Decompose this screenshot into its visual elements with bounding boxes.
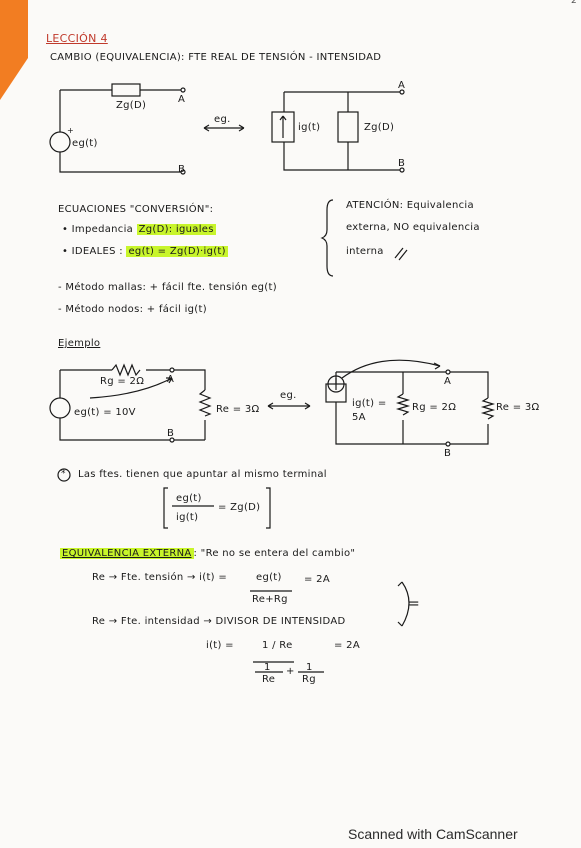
equation1-prefix: • Impedancia [62,224,134,235]
external-line3-num: 1 / Re [262,640,293,651]
page-number: 2 [570,0,577,6]
equation2-highlight: eg(t) = Zg(D)·ig(t) [126,246,228,257]
external-line1: Re → Fte. tensión → i(t) = [92,572,228,583]
example-resistor-rg [111,363,141,377]
method-nodos: - Método nodos: + fácil ig(t) [58,304,207,315]
note-frac-den: ig(t) [176,512,199,523]
external-line3-lhs: i(t) = [206,640,234,651]
external-line2: Re → Fte. intensidad → DIVISOR DE INTENS… [92,616,346,627]
equations-heading: ECUACIONES "CONVERSIÓN": [58,204,214,215]
circuit2-impedance [337,111,359,143]
circuit1-source-label: eg(t) [72,138,98,149]
example-node-b-2: B [444,448,452,459]
circuit2-current-source [271,111,295,143]
orange-corner-tab [0,0,28,58]
equation2-prefix: • IDEALES : [62,246,123,257]
external-line3-result: = 2A [334,640,360,651]
plus-sign: + [286,666,295,677]
attention-line3: interna [346,246,384,257]
attention-line1: ATENCIÓN: Equivalencia [346,200,474,211]
example-re2-label: Re = 3Ω [496,402,540,413]
external-line1-den: Re+Rg [252,594,288,605]
external-heading: EQUIVALENCIA EXTERNA [60,548,194,559]
circuit1-impedance-label: Zg(D) [116,100,147,111]
lesson-title: LECCIÓN 4 [46,32,108,45]
circuit2-node-b-label: B [398,158,406,169]
circuit1-node-b-label: B [178,164,186,175]
example-heading: Ejemplo [58,338,101,349]
circuit1-node-a-label: A [178,94,186,105]
example-re-label: Re = 3Ω [216,404,260,415]
external-line3-den-a: 1 [264,662,271,673]
note-frac-rhs: = Zg(D) [218,502,261,513]
circuit1-impedance [111,83,141,97]
equivalence-label-1: eg. [214,114,231,125]
orange-corner-tab-tip [0,58,28,100]
example-ig-label: ig(t) = [352,398,387,409]
note-marker: * [61,469,66,479]
circuit2-impedance-label: Zg(D) [364,122,395,133]
example-node-b: B [167,428,175,439]
circuit2-node-a-label: A [398,80,406,91]
example-rg-label: Rg = 2Ω [100,376,145,387]
equation1-highlight: Zg(D): iguales [136,224,216,235]
note-frac-num: eg(t) [176,493,202,504]
external-line3-den-b: 1 [306,662,313,673]
method-mallas: - Método mallas: + fácil fte. tensión eg… [58,282,277,293]
external-line1-num: eg(t) [256,572,282,583]
example-ig-value: 5A [352,412,366,423]
attention-line2: externa, NO equivalencia [346,222,480,233]
equivalence-label-2: eg. [280,390,297,401]
circuit1-node-a [180,87,186,93]
external-line3-den-a2: Re [262,674,276,685]
example-eg-label: eg(t) = 10V [74,407,136,418]
example-node-a-2: A [444,376,452,387]
circuit2-source-label: ig(t) [298,122,321,133]
note-text: Las ftes. tienen que apuntar al mismo te… [78,469,327,480]
example-resistor-re [198,389,212,417]
external-line1-result: = 2A [304,574,330,585]
camscanner-footer: Scanned with CamScanner [348,826,518,842]
external-quote: : "Re no se entera del cambio" [193,548,356,559]
external-equals: = [408,596,421,612]
example-node-a: A [167,374,175,385]
circuit1-node-b [180,169,186,175]
external-line3-den-b2: Rg [302,674,316,685]
example-rg2-label: Rg = 2Ω [412,402,457,413]
circuit1-wires [59,89,183,173]
circuit1-plus: + [67,126,75,135]
circuit1-voltage-source [49,131,71,153]
section-title: CAMBIO (EQUIVALENCIA): FTE REAL DE TENSI… [50,52,382,63]
